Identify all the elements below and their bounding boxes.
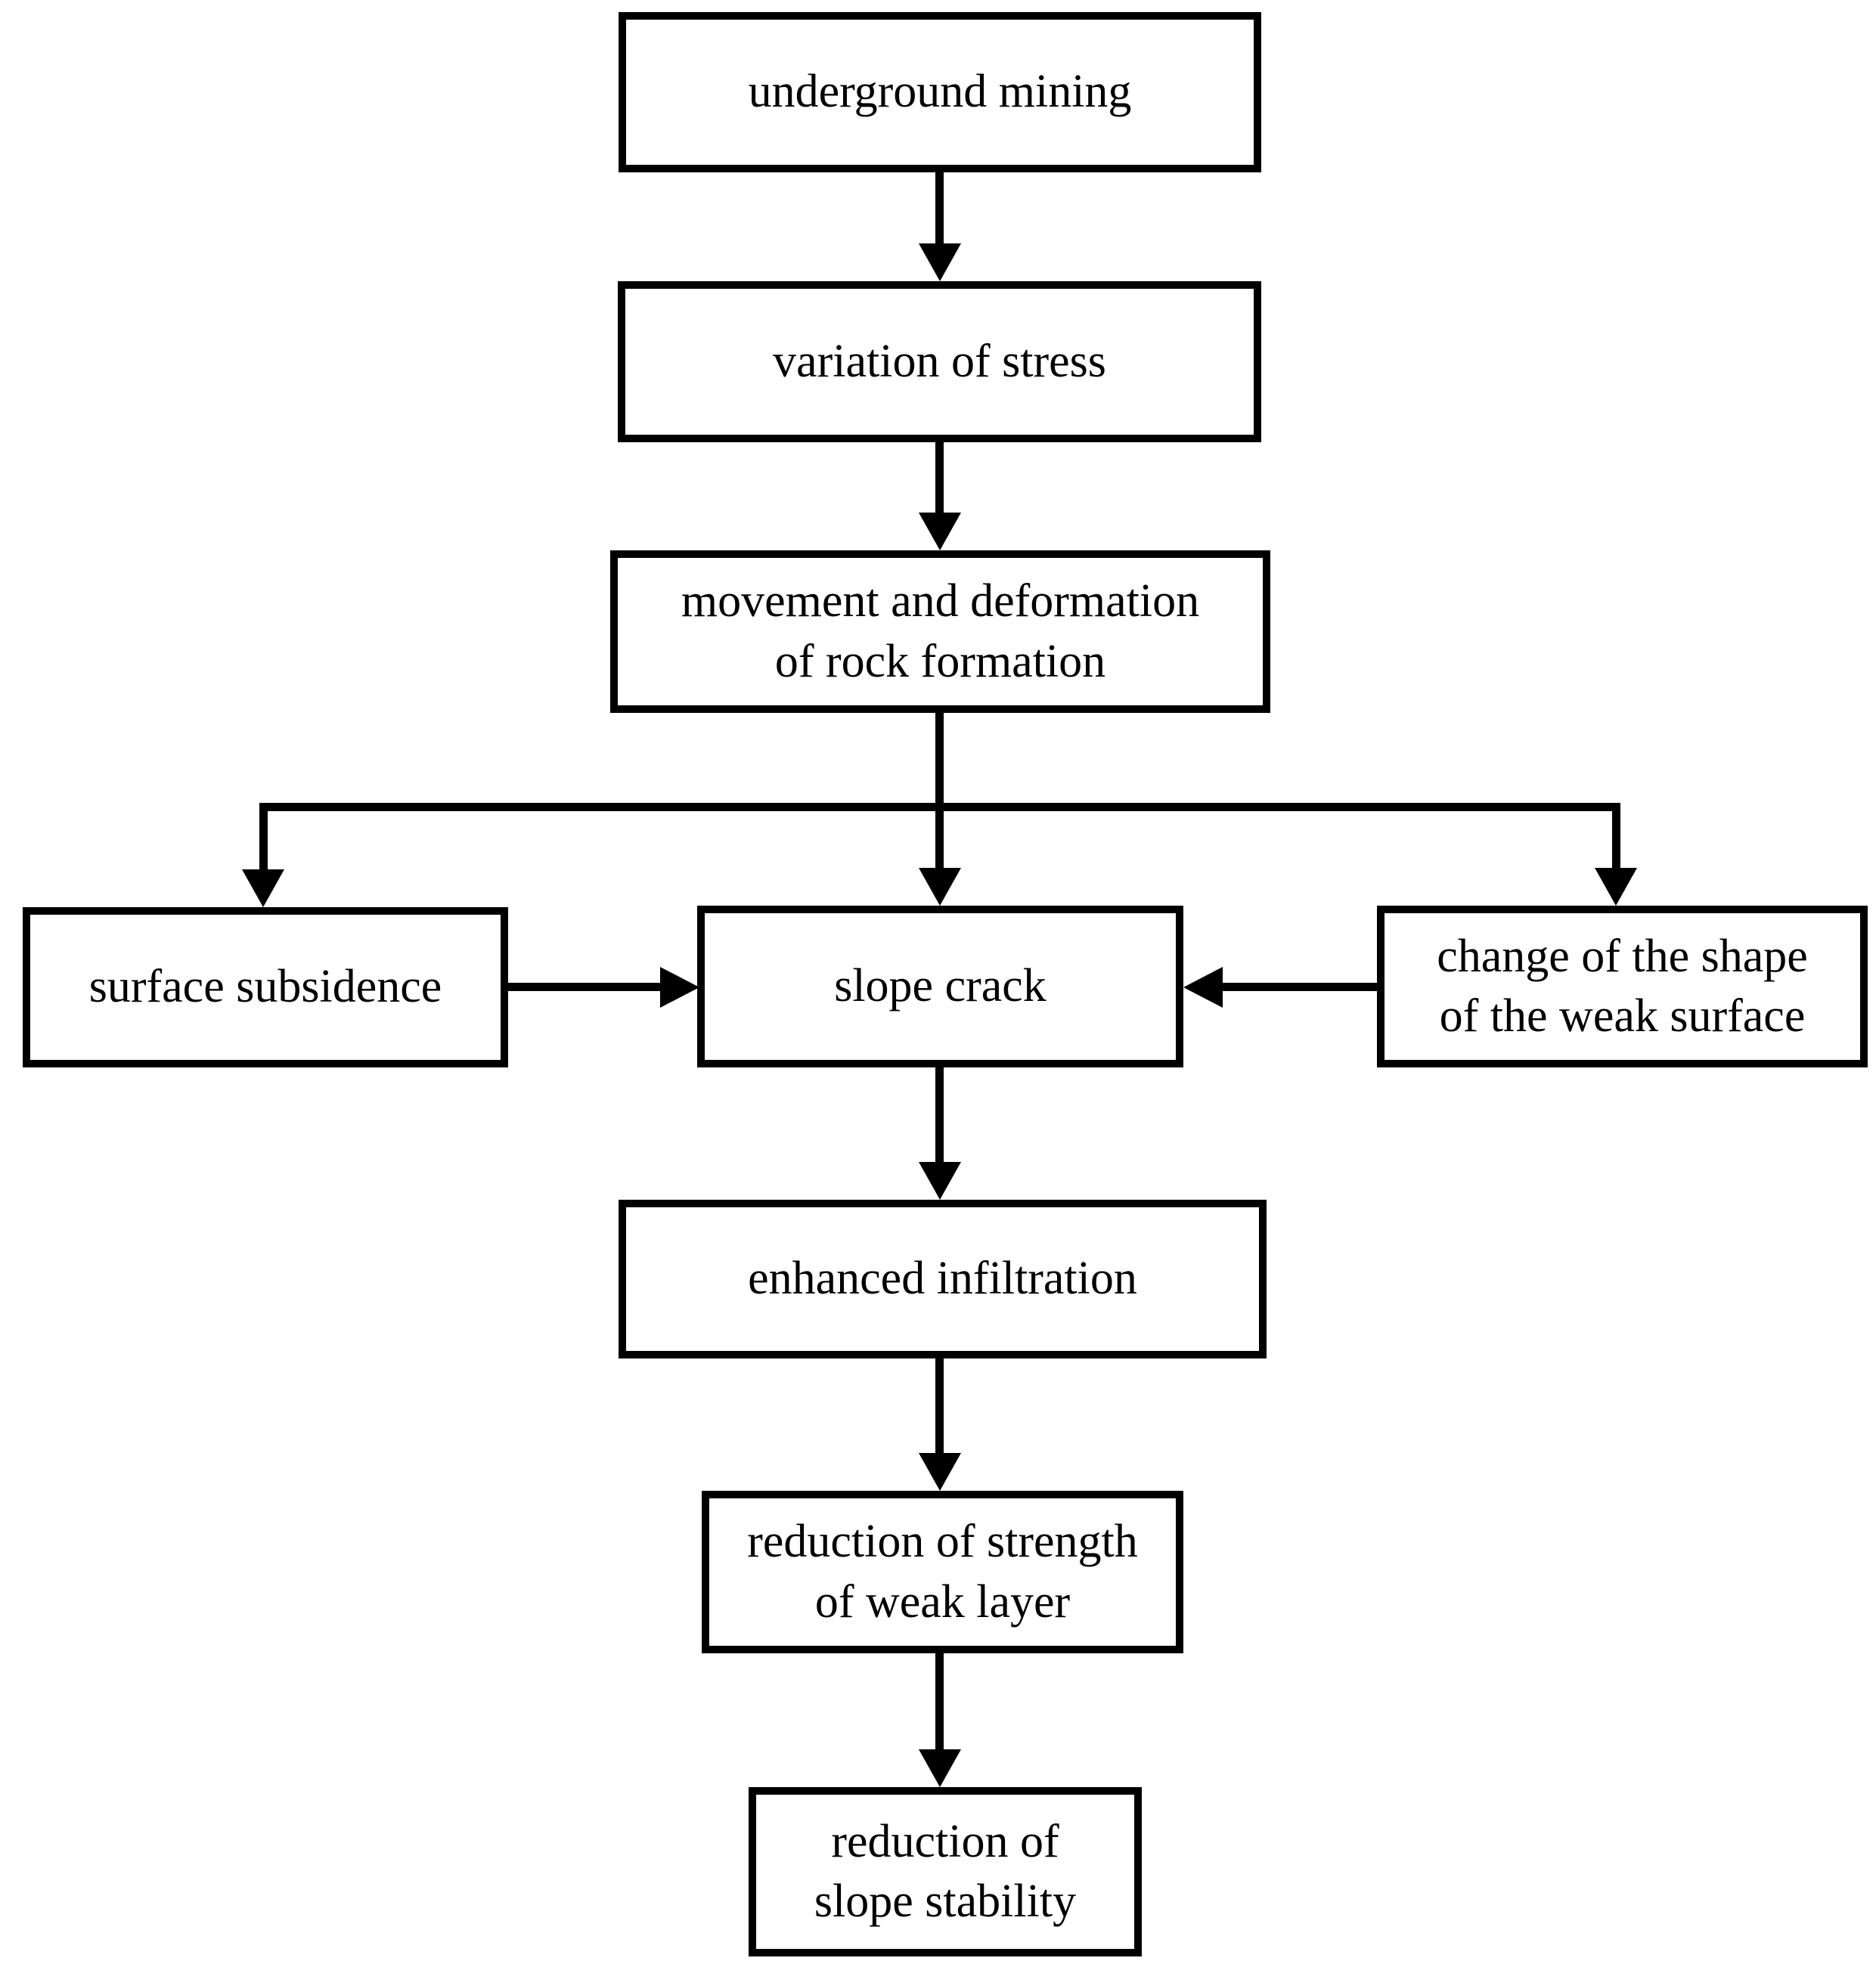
arrow-mining-to-stress-shaft — [935, 172, 944, 248]
node-enhanced-infiltration: enhanced infiltration — [619, 1200, 1267, 1358]
arrow-strength-to-stability-shaft — [935, 1653, 944, 1753]
arrow-right-icon — [660, 967, 699, 1008]
node-reduction-of-strength: reduction of strength of weak layer — [702, 1491, 1183, 1653]
arrow-infiltration-to-strength-shaft — [935, 1358, 944, 1457]
arrow-down-icon — [919, 868, 961, 906]
arrow-movement-to-subsidence-shaft — [259, 810, 268, 872]
branch-stem-line — [935, 713, 944, 810]
arrow-down-icon — [919, 243, 961, 281]
arrow-movement-to-shape-shaft — [1612, 810, 1620, 871]
branch-horizontal-line — [259, 803, 1620, 811]
node-reduction-of-slope-stability: reduction of slope stability — [749, 1787, 1142, 1956]
node-underground-mining: underground mining — [619, 12, 1261, 172]
arrow-down-icon — [919, 1749, 961, 1787]
arrow-down-icon — [1595, 868, 1637, 906]
node-movement-and-deformation: movement and deformation of rock formati… — [610, 550, 1270, 713]
node-variation-of-stress: variation of stress — [618, 281, 1261, 442]
arrow-movement-to-crack-shaft — [935, 810, 944, 871]
node-slope-crack: slope crack — [697, 906, 1183, 1067]
arrow-down-icon — [919, 513, 961, 550]
arrow-down-icon — [242, 869, 284, 907]
arrow-crack-to-infiltration-shaft — [935, 1067, 944, 1166]
arrow-down-icon — [919, 1162, 961, 1200]
arrow-down-icon — [919, 1453, 961, 1491]
arrow-shape-to-crack-shaft — [1221, 983, 1377, 991]
node-surface-subsidence: surface subsidence — [23, 907, 508, 1067]
arrow-left-icon — [1183, 967, 1223, 1008]
node-change-of-shape: change of the shape of the weak surface — [1377, 906, 1868, 1067]
arrow-stress-to-movement-shaft — [935, 442, 944, 518]
arrow-subsidence-to-crack-shaft — [508, 983, 663, 991]
